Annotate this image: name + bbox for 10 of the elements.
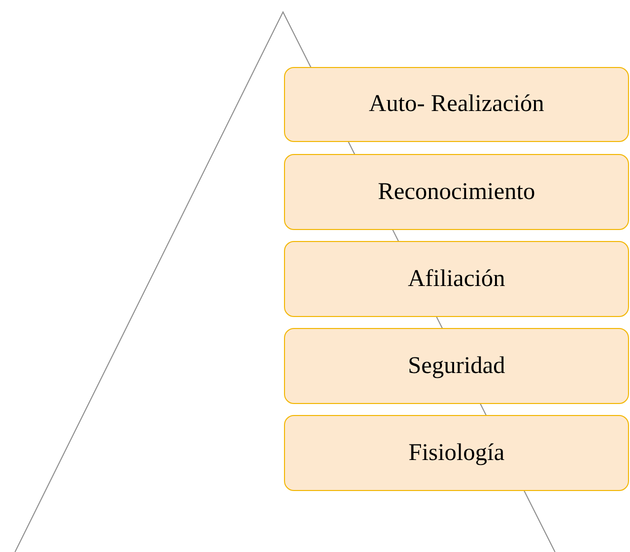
- level-box: [284, 328, 629, 404]
- level-label: Fisiología: [408, 440, 504, 466]
- level-box: [284, 241, 629, 317]
- level-box: [284, 67, 629, 142]
- level-box: [284, 415, 629, 491]
- level-label: Reconocimiento: [378, 178, 536, 206]
- level-label: Auto- Realización: [368, 91, 544, 118]
- level-label: Afiliación: [408, 266, 506, 292]
- level-box: [284, 154, 629, 230]
- level-label: Seguridad: [408, 352, 506, 380]
